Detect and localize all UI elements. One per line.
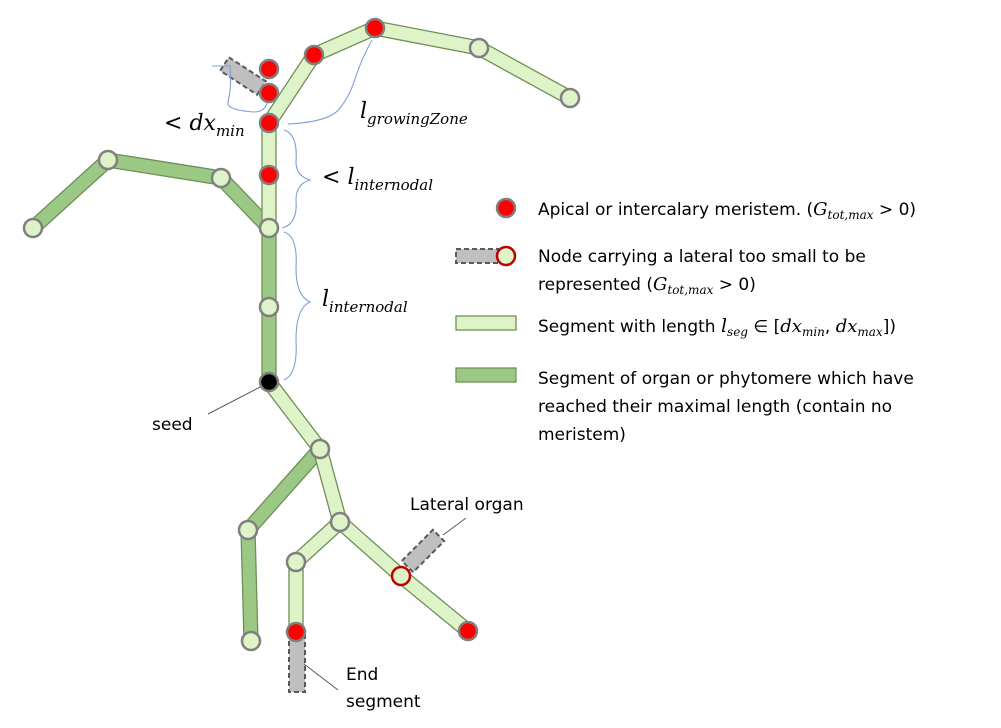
meristem-node-icon bbox=[495, 197, 517, 219]
light-segment-r-s bbox=[288, 561, 304, 633]
dark-segment-l-m bbox=[27, 153, 114, 235]
node-node-q bbox=[329, 511, 351, 533]
legend-light-segment-text: Segment with length lseg ∈ [dxmin, dxmax… bbox=[538, 315, 896, 339]
node-node-m bbox=[22, 217, 44, 239]
lateral-node-t bbox=[390, 565, 412, 587]
node-node-i bbox=[468, 37, 490, 59]
dark-segment-o-p bbox=[240, 529, 259, 642]
legend-dark-line2: reached their maximal length (contain no bbox=[538, 397, 892, 417]
segments bbox=[27, 20, 575, 642]
brace-dx-min bbox=[212, 65, 269, 113]
end-segment-stub bbox=[288, 633, 306, 693]
meristem-node-h bbox=[364, 17, 386, 39]
seed-node-seed bbox=[258, 371, 280, 393]
dark-segment-k-l bbox=[106, 152, 223, 186]
internodal-label: linternodal bbox=[322, 287, 408, 316]
seed-pointer bbox=[207, 384, 265, 415]
legend-dark-line1: Segment of organ or phytomere which have bbox=[538, 369, 914, 389]
light-segment-icon bbox=[455, 315, 517, 331]
node-node-n bbox=[309, 438, 331, 460]
meristem-node-g bbox=[303, 44, 325, 66]
brace-internodal bbox=[283, 231, 312, 381]
internodal-lt-label: < linternodal bbox=[322, 165, 433, 194]
dx-min-label: < dxmin bbox=[164, 111, 245, 140]
legend: Apical or intercalary meristem. (Gtot,ma… bbox=[455, 197, 916, 445]
lateral-organ-stub bbox=[400, 528, 446, 574]
meristem-node-c bbox=[258, 164, 280, 186]
lateral-stub-top bbox=[218, 55, 268, 97]
node-node-a bbox=[258, 296, 280, 318]
node-node-k bbox=[210, 167, 232, 189]
node-node-j bbox=[559, 87, 581, 109]
legend-dark-line3: meristem) bbox=[538, 425, 626, 445]
meristem-node-s bbox=[285, 621, 307, 643]
seed-label: seed bbox=[152, 415, 193, 435]
lateral-stub-legend-icon bbox=[455, 248, 499, 264]
lateral-organ-pointer bbox=[442, 517, 467, 536]
end-segment-pointer bbox=[303, 663, 339, 691]
light-segment-i-j bbox=[474, 40, 575, 106]
lateral-organ-label: Lateral organ bbox=[410, 495, 524, 515]
legend-meristem-text: Apical or intercalary meristem. (Gtot,ma… bbox=[538, 199, 916, 222]
meristem-node-d bbox=[258, 112, 280, 134]
node-node-p bbox=[240, 630, 262, 652]
node-node-b bbox=[258, 217, 280, 239]
dark-segment-seed-a bbox=[261, 306, 277, 383]
dark-segment-n-o bbox=[241, 443, 327, 536]
braces bbox=[207, 39, 467, 691]
lateral-node-icon bbox=[495, 245, 517, 267]
meristem-node-u bbox=[457, 620, 479, 642]
dark-segment-a-b bbox=[261, 227, 277, 308]
node-node-r bbox=[285, 551, 307, 573]
legend-lateral-line2: represented (Gtot,max > 0) bbox=[538, 274, 756, 297]
end-segment-label-line2: segment bbox=[346, 692, 421, 712]
legend-lateral-line1: Node carrying a lateral too small to be bbox=[538, 247, 866, 267]
growing-zone-label: lgrowingZone bbox=[360, 99, 468, 128]
node-node-o bbox=[237, 519, 259, 541]
meristem-node-f bbox=[258, 58, 280, 80]
dark-segment-icon bbox=[455, 367, 517, 383]
end-segment-label-line1: End bbox=[346, 665, 378, 685]
nodes bbox=[22, 17, 581, 652]
brace-growing-zone bbox=[287, 39, 373, 125]
meristem-node-e bbox=[258, 82, 280, 104]
node-node-l bbox=[97, 149, 119, 171]
light-segment-h-i bbox=[372, 20, 482, 56]
brace-internodal-lt bbox=[281, 129, 312, 229]
